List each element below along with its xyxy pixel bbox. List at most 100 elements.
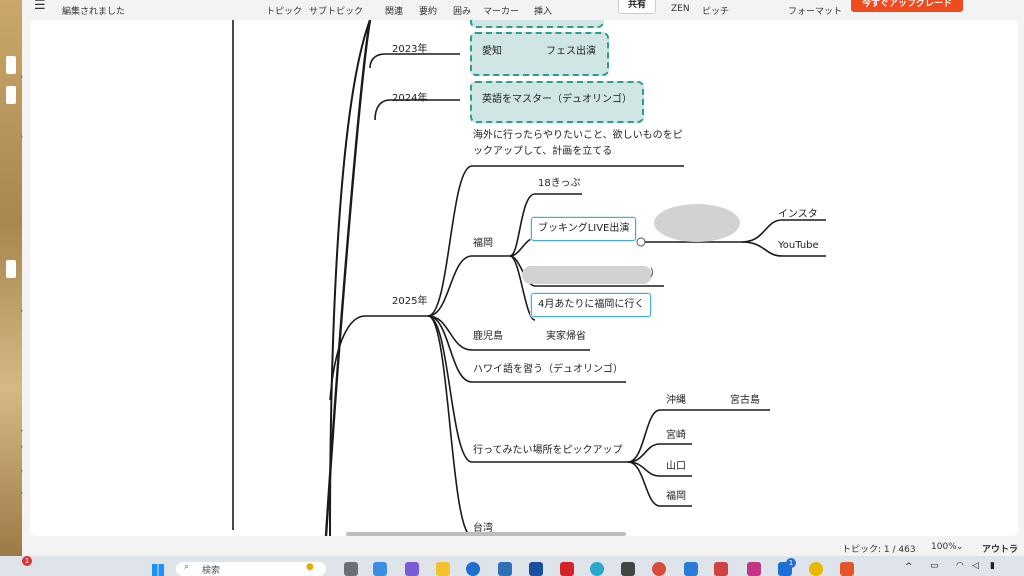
app-icon[interactable]: [621, 562, 635, 576]
app-icon[interactable]: [344, 562, 358, 576]
topic-april-fukuoka[interactable]: 4月あたりに福岡に行く: [531, 293, 652, 317]
windows-taskbar: 1 検索 ⌕ ● 1 ^ ▭ ◠ ◁ ▮: [0, 556, 1024, 576]
xmind-icon[interactable]: [840, 562, 854, 576]
left-collapsed-panel: › › › › › › ›: [20, 20, 30, 536]
topic-count: トピック: 1 / 463: [842, 545, 916, 555]
branch-kagoshima: [427, 315, 590, 351]
chevron-right-icon[interactable]: ›: [20, 466, 24, 475]
chevron-right-icon[interactable]: ›: [20, 306, 24, 315]
summary-button[interactable]: 要約: [419, 7, 438, 17]
notification-badge: 1: [22, 556, 32, 566]
taskbar-search[interactable]: 検索 ⌕ ●: [176, 562, 326, 576]
boundary-button[interactable]: 囲み: [453, 7, 472, 17]
app-icon[interactable]: [652, 562, 666, 576]
topic-abroad-line2[interactable]: ックアップして、計画を立てる: [473, 146, 613, 157]
branch-2025: [329, 315, 428, 401]
collapse-handle: [636, 237, 646, 247]
chevron-down-icon[interactable]: ⌄: [956, 542, 964, 552]
chevron-right-icon[interactable]: ›: [20, 426, 24, 435]
app-icon[interactable]: [590, 562, 604, 576]
year-2024-label[interactable]: 2024年: [392, 93, 428, 104]
year-2023-label[interactable]: 2023年: [392, 44, 428, 55]
chevron-right-icon[interactable]: ›: [20, 72, 24, 81]
topic-homecoming[interactable]: 実家帰省: [546, 331, 586, 342]
insert-button[interactable]: 挿入: [534, 7, 553, 17]
redacted-blob: [522, 266, 652, 284]
mail-icon[interactable]: [498, 562, 512, 576]
instagram-icon[interactable]: [747, 562, 761, 576]
top-toolbar: ☰ 編集されました トピック サブトピック 関連 要約 囲み マーカー 挿入 共…: [22, 0, 1024, 20]
branch-hawaiian: [427, 315, 626, 383]
chevron-up-icon[interactable]: ^: [905, 562, 913, 572]
topic-okinawa[interactable]: 沖縄: [666, 395, 686, 406]
app-icon[interactable]: [560, 562, 574, 576]
zoom-level[interactable]: 100%: [931, 542, 957, 552]
branch-miyazaki: [627, 443, 692, 463]
branch-18kippu: [509, 193, 582, 257]
redacted-blob: [654, 204, 740, 242]
horizontal-scrollbar[interactable]: [346, 532, 626, 536]
edge-icon[interactable]: [466, 562, 480, 576]
topic-partial-text[interactable]: ）: [650, 268, 660, 279]
app-icon[interactable]: [405, 562, 419, 576]
zen-button[interactable]: ZEN: [671, 4, 690, 14]
search-icon: ⌕: [184, 562, 190, 572]
branch-abroad: [427, 165, 684, 317]
wifi-icon[interactable]: ◠: [956, 561, 964, 571]
topic-fes: フェス出演: [546, 46, 596, 57]
topic-fukuoka-2[interactable]: 福岡: [666, 491, 686, 502]
topic-2023[interactable]: 愛知 フェス出演: [470, 32, 609, 76]
app-icon[interactable]: [809, 562, 823, 576]
topic-18kippu[interactable]: 18きっぷ: [538, 178, 581, 189]
topic-youtube[interactable]: YouTube: [778, 240, 819, 251]
topic-fukuoka[interactable]: 福岡: [473, 238, 493, 249]
desktop-background-strip: [0, 0, 22, 556]
folder-icon[interactable]: [436, 562, 450, 576]
topic-kagoshima[interactable]: 鹿児島: [473, 331, 503, 342]
app-icon[interactable]: [714, 562, 728, 576]
topic-2024-english[interactable]: 英語をマスター（デュオリンゴ）: [470, 81, 644, 123]
desktop-widget: [6, 56, 16, 74]
topic-miyakojima[interactable]: 宮古島: [730, 395, 760, 406]
format-button[interactable]: フォーマット: [788, 7, 843, 17]
app-icon[interactable]: [373, 562, 387, 576]
app-icon[interactable]: [684, 562, 698, 576]
volume-icon[interactable]: ◁: [972, 561, 979, 571]
topic-taiwan[interactable]: 台湾: [473, 523, 493, 534]
store-icon[interactable]: [529, 562, 543, 576]
app-window: ☰ 編集されました トピック サブトピック 関連 要約 囲み マーカー 挿入 共…: [20, 0, 1024, 568]
branch-fukuoka: [427, 255, 510, 317]
topic-pickup-places[interactable]: 行ってみたい場所をピックアップ: [473, 445, 623, 456]
topic-yamaguchi[interactable]: 山口: [666, 461, 686, 472]
hamburger-menu-icon[interactable]: ☰: [34, 0, 46, 13]
topic-booking-live[interactable]: ブッキングLIVE出演: [531, 217, 637, 241]
marker-button[interactable]: マーカー: [483, 7, 520, 17]
chevron-right-icon[interactable]: ›: [20, 488, 24, 497]
year-2025-label[interactable]: 2025年: [392, 296, 428, 307]
windows-start-icon[interactable]: [152, 564, 164, 576]
search-placeholder: 検索: [202, 566, 221, 576]
mindmap-canvas[interactable]: 2023年 愛知 フェス出演 2024年 英語をマスター（デュオリンゴ） 海外に…: [30, 20, 1018, 536]
battery-icon[interactable]: ▮: [990, 561, 995, 571]
topic-abroad-line1[interactable]: 海外に行ったらやりたいこと、欲しいものをピ: [473, 130, 683, 141]
topic-partial-top[interactable]: [470, 20, 604, 28]
edit-status: 編集されました: [62, 7, 126, 17]
related-button[interactable]: 関連: [385, 7, 404, 17]
topic-miyazaki[interactable]: 宮崎: [666, 430, 686, 441]
upgrade-button[interactable]: 今すぐアップグレード: [851, 0, 963, 12]
branch-fukuoka2: [627, 461, 692, 507]
topic-button[interactable]: トピック: [266, 7, 303, 17]
branch-pickup: [427, 315, 628, 463]
chevron-right-icon[interactable]: ›: [20, 442, 24, 451]
topic-instagram[interactable]: インスタ: [778, 209, 818, 220]
keyboard-icon[interactable]: ▭: [930, 561, 939, 571]
branch-april: [509, 255, 536, 321]
app-badge: 1: [786, 558, 796, 568]
topic-hawaiian[interactable]: ハワイ語を習う（デュオリンゴ）: [473, 364, 623, 375]
share-button[interactable]: 共有: [618, 0, 656, 14]
chevron-right-icon[interactable]: ›: [20, 132, 24, 141]
subtopic-button[interactable]: サブトピック: [309, 7, 364, 17]
desktop-widget: [6, 86, 16, 104]
desktop-widget: [6, 260, 16, 278]
pitch-button[interactable]: ピッチ: [702, 7, 730, 17]
